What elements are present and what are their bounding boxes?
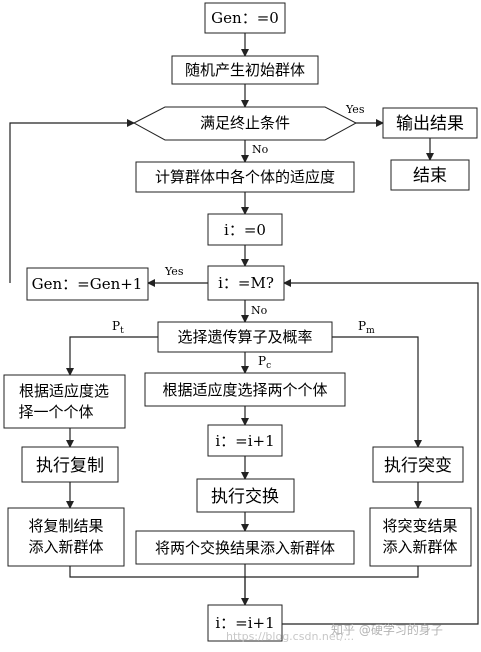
- edge-label-yes-gen: Yes: [164, 265, 184, 278]
- node-select-one-line2: 择一个个体: [18, 403, 93, 421]
- prob-label-pm: Pm: [358, 319, 375, 336]
- edge-label-no-fitness: No: [252, 143, 269, 156]
- prob-label-pt: Pt: [112, 319, 124, 336]
- node-add-copy: 将复制结果 添入新群体: [7, 507, 125, 567]
- edge-add-copy-to-bottom: [69, 566, 249, 606]
- node-select-two-label: 根据适应度选择两个个体: [162, 381, 327, 399]
- edge-bottom-loop-back: [282, 279, 479, 625]
- watermark-url: https://blog.csdn.net/...: [226, 630, 354, 643]
- node-i-inc-mid: i：=i+1: [207, 424, 283, 457]
- node-fitness-label: 计算群体中各个体的适应度: [155, 168, 335, 186]
- node-i-inc-bottom-label: i：=i+1: [215, 614, 274, 632]
- edge-select-pt: [66, 336, 158, 376]
- node-select-one-line1: 根据适应度选: [19, 382, 109, 400]
- node-mutate: 执行突变: [372, 446, 464, 483]
- node-copy-label: 执行复制: [36, 456, 104, 476]
- edge-select-pm: [332, 336, 422, 448]
- node-gen-inc: Gen：=Gen+1: [26, 267, 149, 301]
- prob-label-pc: Pc: [258, 354, 271, 371]
- node-i-init-label: i：=0: [224, 221, 266, 239]
- node-select-op-label: 选择遗传算子及概率: [177, 328, 312, 346]
- node-i-check-label: i：=M?: [218, 274, 274, 292]
- node-crossover-label: 执行交换: [211, 487, 279, 507]
- node-termination-label: 满足终止条件: [200, 114, 290, 132]
- node-end: 结束: [390, 159, 470, 191]
- node-add-mut-line2: 添入新群体: [382, 538, 457, 556]
- edge-label-yes-output: Yes: [345, 103, 365, 116]
- watermark-brand: 知乎 @硬学习的身子: [331, 622, 443, 637]
- edge-gen-loop-back: [9, 119, 135, 283]
- node-mutate-label: 执行突变: [384, 456, 452, 476]
- node-i-inc-mid-label: i：=i+1: [215, 432, 274, 450]
- node-add-mut: 将突变结果 添入新群体: [369, 507, 472, 567]
- node-add-cross: 将两个交换结果添入新群体: [135, 530, 355, 565]
- node-select-two: 根据适应度选择两个个体: [144, 372, 346, 407]
- node-output-label: 输出结果: [396, 114, 464, 134]
- node-copy: 执行复制: [21, 446, 119, 483]
- node-random-init-label: 随机产生初始群体: [185, 61, 305, 79]
- node-crossover: 执行交换: [196, 478, 295, 513]
- edges: [9, 33, 479, 625]
- node-add-cross-label: 将两个交换结果添入新群体: [155, 539, 335, 557]
- node-select-one: 根据适应度选 择一个个体: [3, 374, 126, 429]
- node-add-mut-line1: 将突变结果: [382, 517, 457, 535]
- node-select-op: 选择遗传算子及概率: [157, 321, 333, 353]
- node-i-init: i：=0: [207, 213, 283, 246]
- node-gen-inc-label: Gen：=Gen+1: [32, 275, 143, 293]
- node-end-label: 结束: [413, 166, 447, 186]
- node-i-check: i：=M?: [207, 265, 285, 301]
- node-add-copy-line1: 将复制结果: [28, 517, 103, 535]
- node-add-copy-line2: 添入新群体: [28, 538, 103, 556]
- node-gen-init-label: Gen：=0: [211, 9, 279, 27]
- node-random-init: 随机产生初始群体: [171, 55, 319, 85]
- edge-add-mut-to-bottom: [245, 566, 419, 578]
- node-gen-init: Gen：=0: [204, 2, 286, 34]
- node-fitness: 计算群体中各个体的适应度: [135, 161, 355, 193]
- node-i-inc-bottom: i：=i+1: [207, 604, 283, 642]
- node-output: 输出结果: [382, 107, 478, 139]
- node-termination: 满足终止条件: [132, 106, 358, 141]
- edge-label-no-select: No: [251, 304, 268, 317]
